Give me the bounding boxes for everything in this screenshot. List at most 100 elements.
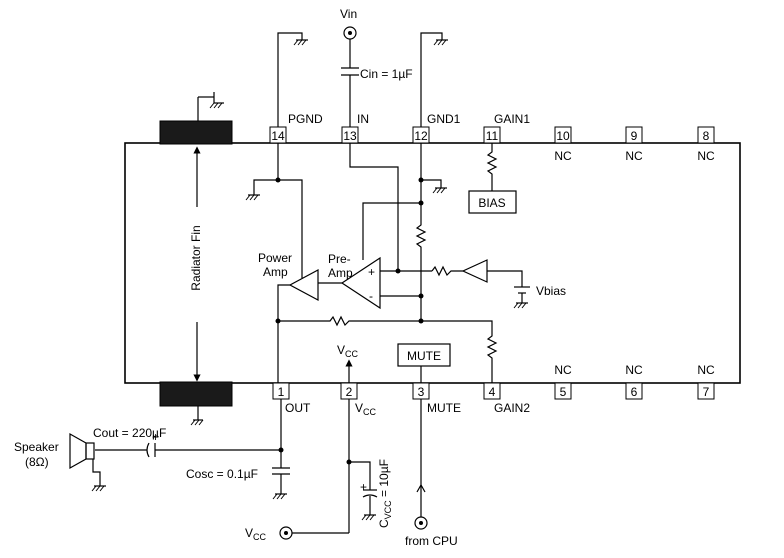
pin-label-gnd1: GND1 (427, 112, 461, 126)
pin-number-3: 3 (418, 385, 425, 399)
feedback-resistor (415, 203, 427, 296)
vcc-internal-label: VCC (337, 343, 359, 359)
pin-box-5 (554, 382, 572, 400)
pin-number-2: 2 (346, 385, 353, 399)
cpu-terminal-center (419, 521, 423, 525)
vcc-source-label: VCC (245, 526, 267, 542)
ground-icon (209, 92, 224, 109)
cout-label: Cout = 220µF (93, 426, 166, 440)
pin-number-5: 5 (560, 385, 567, 399)
gain2-resistor (421, 320, 498, 383)
pin-label-pgnd: PGND (288, 112, 323, 126)
pin-number-8: 8 (703, 129, 710, 143)
pin-number-9: 9 (631, 129, 638, 143)
pin-label-nc-5: NC (554, 363, 572, 377)
pin-box-10 (554, 126, 572, 144)
from-cpu-label: from CPU (405, 534, 458, 548)
pre-amp-minus: - (369, 289, 373, 303)
power-amp-label-2: Amp (263, 265, 288, 279)
pin-box-8 (697, 126, 715, 144)
pin-box-9 (625, 126, 643, 144)
ground-icon (272, 493, 287, 500)
mute-control-arrow (416, 483, 426, 493)
pin-label-in: IN (357, 112, 369, 126)
pin-label-gain1: GAIN1 (494, 112, 530, 126)
pre-amp-label-2: Amp (328, 266, 353, 280)
ground-icon (433, 39, 448, 46)
bias-block (468, 190, 517, 214)
ground-icon (190, 419, 204, 426)
pin-box-7 (697, 382, 715, 400)
pre-amp-triangle (340, 256, 381, 310)
speaker-body (85, 442, 95, 460)
cvcc-wire (349, 461, 371, 490)
gain1-resistor (486, 143, 498, 191)
vin-terminal-center (348, 31, 352, 35)
pre-amp-plus: + (368, 265, 375, 279)
radiator-fin-label: Radiator Fin (189, 225, 203, 290)
pin-label-gain2: GAIN2 (494, 401, 530, 415)
ground-icon (293, 39, 308, 46)
speaker-label-2: (8Ω) (25, 455, 49, 469)
cosc-label: Cosc = 0.1µF (186, 467, 258, 481)
output-feedback-resistor (278, 315, 421, 327)
pin-number-6: 6 (631, 385, 638, 399)
vbias-wire (487, 270, 523, 287)
ground-icon (91, 485, 106, 492)
power-amp-triangle (288, 268, 319, 302)
vcc-source-terminal-center (284, 531, 288, 535)
internal-ground-wire-2 (421, 179, 442, 188)
power-amp-supply-wire (278, 179, 303, 278)
power-amp-out-wire (277, 284, 290, 383)
speaker-icon (69, 432, 87, 470)
mute-block-label: MUTE (407, 349, 441, 363)
cpu-terminal (414, 516, 428, 530)
pin-number-11: 11 (486, 129, 499, 143)
pin-number-14: 14 (271, 129, 285, 143)
pin-label-nc-6: NC (625, 363, 643, 377)
cout-plus: + (152, 430, 159, 444)
cvcc-plus: + (360, 480, 367, 494)
vin-label: Vin (340, 7, 357, 21)
pre-amp-feedback-top (362, 202, 421, 260)
ground-icon (513, 302, 528, 309)
cin-label: Cin = 1µF (360, 67, 413, 81)
pin-label-nc-7: NC (697, 363, 715, 377)
pin14-ground-wire (277, 32, 303, 127)
speaker-label-1: Speaker (14, 440, 59, 454)
vbias-resistor (431, 265, 463, 277)
vcc-source-terminal (279, 526, 293, 540)
speaker-ground-wire (92, 459, 101, 486)
bias-label: BIAS (478, 196, 505, 210)
pin-box-6 (625, 382, 643, 400)
ic-package (124, 142, 741, 384)
internal-ground-wire-1 (253, 179, 278, 195)
pin-number-13: 13 (343, 129, 357, 143)
cvcc-plate-b (362, 494, 378, 498)
pre-amp-label-1: Pre- (328, 252, 351, 266)
pin-number-10: 10 (556, 129, 570, 143)
mute-block (397, 343, 451, 367)
ground-icon (245, 194, 260, 201)
pin13-internal-wire (349, 143, 399, 271)
pin-number-12: 12 (414, 129, 428, 143)
radiator-fin-bottom (159, 381, 233, 407)
cvcc-label: CVCC = 10µF (377, 459, 393, 528)
pin-label-nc-9: NC (625, 149, 643, 163)
pin-number-7: 7 (703, 385, 710, 399)
pin-label-vcc: VCC (355, 401, 377, 417)
pin12-ground-wire (420, 32, 443, 127)
power-amp-label-1: Power (258, 251, 292, 265)
pin-label-nc-8: NC (697, 149, 715, 163)
ground-icon (432, 187, 447, 194)
cout-plate-b (146, 442, 150, 458)
pin-label-nc-10: NC (554, 149, 572, 163)
radiator-fin-top (159, 120, 233, 145)
vbias-label: Vbias (536, 284, 566, 298)
ground-icon (361, 514, 376, 521)
pin-label-mute: MUTE (427, 401, 461, 415)
pin-number-4: 4 (489, 385, 496, 399)
pin-label-out: OUT (285, 401, 311, 415)
